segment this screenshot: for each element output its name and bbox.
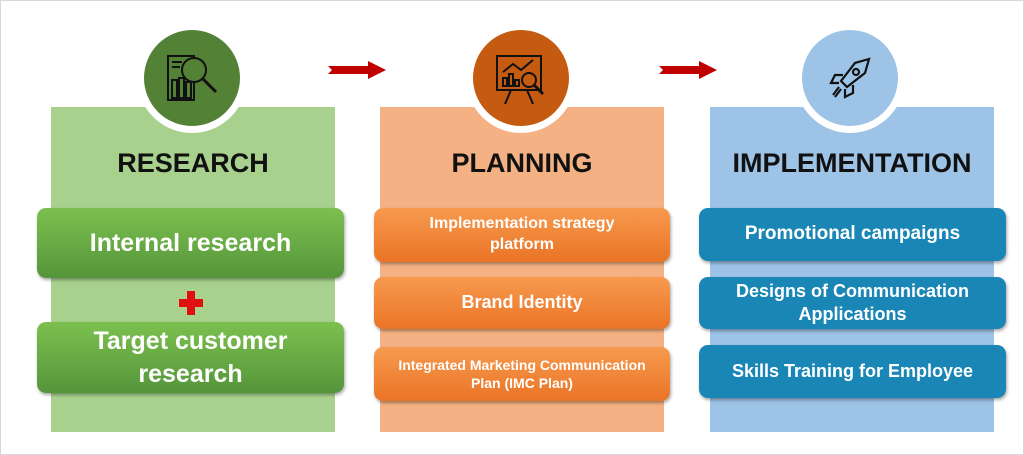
rocket-icon	[829, 57, 871, 99]
research-circle	[137, 23, 247, 133]
imc-plan-box: Integrated Marketing Communication Plan …	[374, 347, 670, 401]
implementation-title: IMPLEMENTATION	[732, 148, 972, 178]
internal-research-box: Internal research	[37, 208, 344, 278]
research-title: RESEARCH	[117, 148, 269, 178]
research-magnifier-icon	[167, 55, 218, 101]
target-customer-research-box: Target customer research	[37, 322, 344, 393]
implementation-strategy-box: Implementation strategy platform	[374, 208, 670, 262]
planning-title: PLANNING	[451, 148, 593, 178]
planning-circle	[466, 23, 576, 133]
arrow-right-icon	[328, 61, 386, 79]
promotional-campaigns-box: Promotional campaigns	[699, 208, 1006, 261]
presentation-chart-icon	[496, 55, 545, 105]
arrow-right-icon	[659, 61, 717, 79]
skills-training-box: Skills Training for Employee	[699, 345, 1006, 398]
implementation-circle	[795, 23, 905, 133]
communication-designs-box: Designs of Communication Applications	[699, 277, 1006, 329]
plus-icon	[177, 291, 205, 315]
brand-identity-box: Brand Identity	[374, 277, 670, 329]
